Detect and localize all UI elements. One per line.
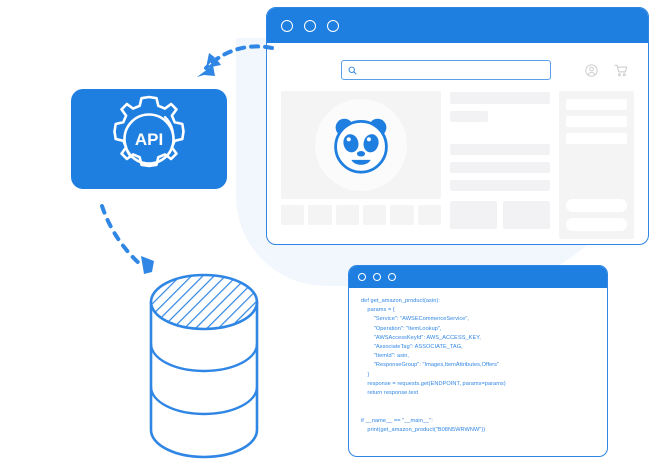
code-line: params = { — [361, 307, 395, 314]
code-line — [361, 407, 599, 416]
site-header — [279, 59, 636, 81]
thumbnail[interactable] — [417, 205, 441, 225]
product-hero-image — [281, 91, 441, 199]
buy-now-button[interactable] — [566, 218, 627, 231]
arrow-api-to-database — [100, 204, 154, 274]
product-gallery — [281, 91, 441, 239]
panda-logo — [334, 118, 388, 174]
code-line: print(get_amazon_product("B08N5WRWNW")) — [361, 426, 486, 433]
browser-title-bar — [267, 8, 648, 43]
code-minimize-dot[interactable] — [373, 273, 381, 281]
code-line: } — [361, 371, 370, 378]
detail-text-placeholder — [450, 180, 551, 191]
sidebar-bar — [566, 99, 627, 110]
detail-box-group — [450, 201, 551, 229]
detail-subtitle-placeholder — [450, 111, 488, 122]
api-card[interactable]: API — [71, 89, 227, 189]
thumbnail[interactable] — [281, 205, 305, 225]
code-line — [361, 398, 599, 407]
header-icon-group — [585, 63, 636, 77]
code-line: "ItemId": asin, — [361, 353, 410, 360]
window-minimize-dot[interactable] — [304, 19, 316, 32]
add-to-cart-button[interactable] — [566, 199, 627, 212]
thumbnail[interactable] — [335, 205, 359, 225]
account-icon[interactable] — [585, 63, 598, 77]
browser-window — [266, 7, 649, 245]
thumbnail[interactable] — [390, 205, 414, 225]
sidebar-bar — [566, 133, 627, 144]
detail-box — [450, 201, 498, 229]
arrow-api-to-browser — [197, 44, 274, 77]
detail-text-placeholder — [450, 162, 551, 173]
buy-box-sidebar — [559, 91, 634, 239]
panda-logo-circle — [315, 99, 407, 191]
code-line: "Operation": "ItemLookup", — [361, 325, 442, 332]
search-input[interactable] — [341, 60, 551, 80]
code-close-dot[interactable] — [358, 273, 366, 281]
browser-content — [267, 43, 648, 239]
thumbnail[interactable] — [362, 205, 387, 225]
code-line: def get_amazon_product(asin): — [361, 298, 440, 304]
product-page-layout — [279, 91, 636, 239]
code-line: "ResponseGroup": "Images,ItemAttributes,… — [361, 362, 500, 369]
detail-text-placeholder — [450, 144, 551, 155]
sidebar-bar — [566, 116, 627, 127]
database-cylinder — [149, 273, 259, 459]
gear-icon: API — [113, 95, 185, 168]
search-icon — [348, 66, 357, 74]
code-line: "AWSAccessKeyId": AWS_ACCESS_KEY, — [361, 334, 481, 341]
code-line: "Service": "AWSECommerceService", — [361, 316, 470, 323]
code-line: return response.text — [361, 390, 419, 397]
sidebar-spacer — [566, 150, 627, 193]
code-line: "AssociateTag": ASSOCIATE_TAG, — [361, 344, 463, 351]
detail-title-placeholder — [450, 92, 551, 104]
product-details — [450, 91, 551, 239]
window-close-dot[interactable] — [281, 19, 293, 32]
detail-box — [503, 201, 551, 229]
code-title-bar — [349, 266, 607, 288]
code-line: response = requests.get(ENDPOINT, params… — [361, 380, 506, 387]
code-text-area[interactable]: def get_amazon_product(asin): params = {… — [349, 288, 607, 435]
code-editor-window: def get_amazon_product(asin): params = {… — [348, 265, 608, 457]
code-maximize-dot[interactable] — [388, 273, 396, 281]
window-maximize-dot[interactable] — [327, 19, 339, 32]
api-card-label: API — [135, 130, 163, 149]
thumbnail[interactable] — [308, 205, 332, 225]
code-line: if __name__ == "__main__": — [361, 417, 433, 424]
thumbnail-strip — [281, 205, 441, 225]
cart-icon[interactable] — [614, 64, 628, 77]
